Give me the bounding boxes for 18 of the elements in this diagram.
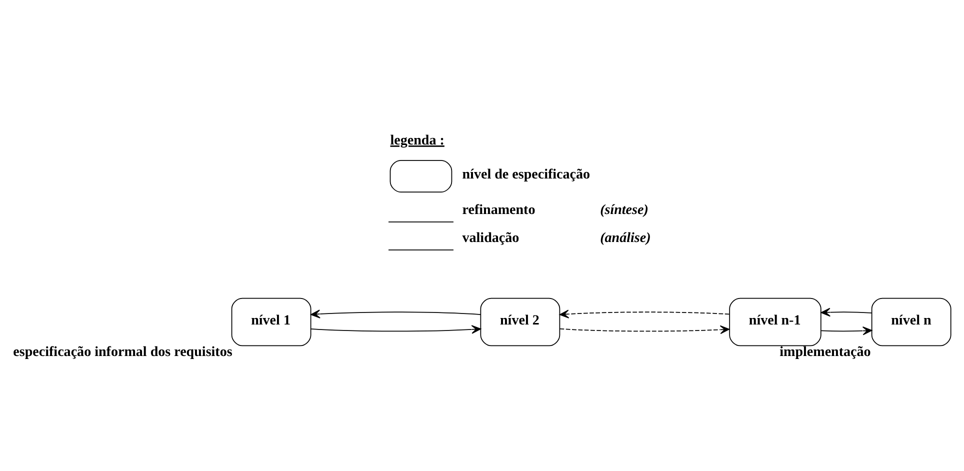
- label: legenda :: [390, 132, 444, 148]
- legend-label: validação: [462, 230, 520, 246]
- label: (síntese): [600, 202, 648, 218]
- arrow: [820, 308, 872, 317]
- arrow: [820, 326, 872, 336]
- node-box: nível n: [871, 298, 952, 346]
- arrow: [559, 325, 730, 334]
- arrow: [559, 310, 730, 318]
- node-label: especificação informal dos requisitos: [13, 344, 232, 360]
- node-box: nível 1: [231, 298, 312, 346]
- legend-label: nível de especificação: [462, 166, 590, 183]
- node-box: nível n-1: [729, 298, 822, 346]
- arrow: [310, 310, 482, 318]
- legend-label: refinamento: [462, 202, 536, 218]
- arrow: [310, 325, 482, 334]
- node-box: nível 2: [480, 298, 560, 346]
- node-label: implementação: [780, 344, 871, 360]
- label: (análise): [600, 230, 651, 246]
